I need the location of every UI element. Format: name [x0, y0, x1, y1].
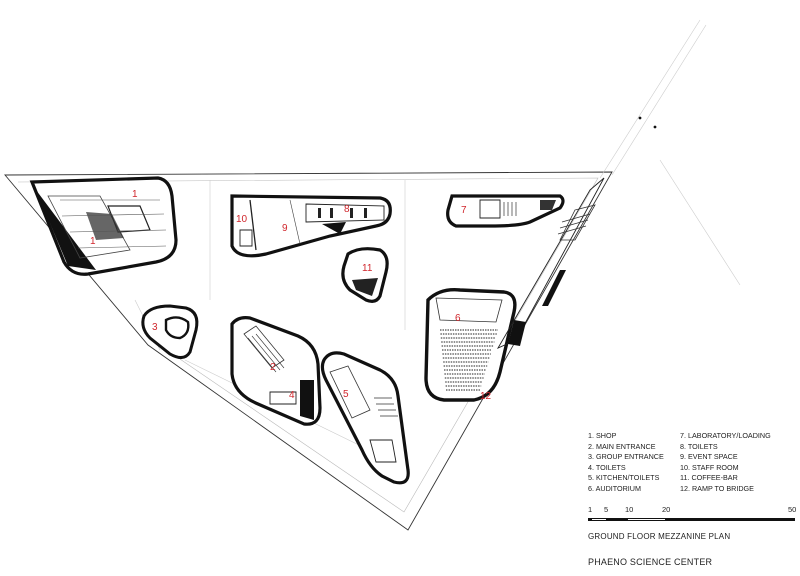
room-number: 8 — [344, 204, 350, 215]
legend-item: 11. COFFEE-BAR — [680, 473, 738, 483]
room-number: 7 — [461, 205, 467, 216]
cone-coffee-bar — [341, 247, 389, 303]
scale-tick-label: 50 — [788, 505, 797, 514]
project-title: PHAENO SCIENCE CENTER — [588, 557, 713, 567]
scale-segment — [592, 518, 606, 521]
cone-group-entrance — [141, 304, 199, 359]
scale-tick-label: 10 — [625, 505, 634, 514]
legend-item: 8. TOILETS — [680, 441, 718, 451]
legend-item: 10. STAFF ROOM — [680, 462, 739, 472]
legend-item: 7. LABORATORY/LOADING — [680, 431, 771, 440]
room-number: 12 — [480, 391, 492, 402]
legend-item: 6. AUDITORIUM — [588, 483, 641, 493]
room-number: 11 — [362, 263, 373, 274]
scale-segment — [665, 518, 755, 521]
legend-item: 3. GROUP ENTRANCE — [588, 452, 664, 462]
legend-item: 4. TOILETS — [588, 462, 626, 472]
scale-tick-label: 20 — [662, 505, 671, 514]
scale-segment — [588, 518, 592, 521]
room-number: 3 — [152, 322, 158, 333]
cone-event-space — [230, 194, 392, 258]
cone-main-entrance — [230, 316, 322, 426]
cone-shop — [29, 176, 178, 276]
room-number: 6 — [455, 313, 461, 324]
scale-bar: 1 5 10 20 50 — [588, 505, 798, 525]
scale-segment — [755, 518, 795, 521]
legend-item: 9. EVENT SPACE — [680, 452, 738, 462]
room-number: 9 — [282, 223, 288, 234]
room-number: 1 — [90, 236, 96, 247]
drawing-title: GROUND FLOOR MEZZANINE PLAN — [588, 532, 731, 541]
cone-auditorium — [424, 288, 517, 402]
scale-segment — [628, 518, 665, 521]
scale-tick-label: 1 — [588, 505, 593, 514]
legend-item: 2. MAIN ENTRANCE — [588, 441, 656, 451]
scale-tick-label: 5 — [604, 505, 609, 514]
legend-item: 1. SHOP — [588, 431, 617, 440]
bridge-markers — [638, 116, 657, 129]
legend-item: 12. RAMP TO BRIDGE — [680, 483, 754, 493]
site-lines — [134, 19, 741, 471]
ramp-to-bridge — [496, 177, 605, 349]
cone-kitchen — [320, 351, 410, 485]
room-number: 4 — [289, 390, 295, 401]
room-numbers: 1 1 9 10 8 7 11 3 2 4 5 6 12 — [90, 189, 492, 402]
building-outline — [4, 171, 613, 531]
room-number: 2 — [270, 362, 276, 373]
cone-laboratory — [446, 194, 565, 228]
legend: 1. SHOP 7. LABORATORY/LOADING 2. MAIN EN… — [588, 431, 788, 495]
legend-item: 5. KITCHEN/TOILETS — [588, 473, 660, 483]
room-number: 5 — [343, 389, 349, 400]
scale-segment — [606, 518, 628, 521]
room-number: 10 — [236, 214, 248, 225]
room-number: 1 — [132, 189, 138, 200]
